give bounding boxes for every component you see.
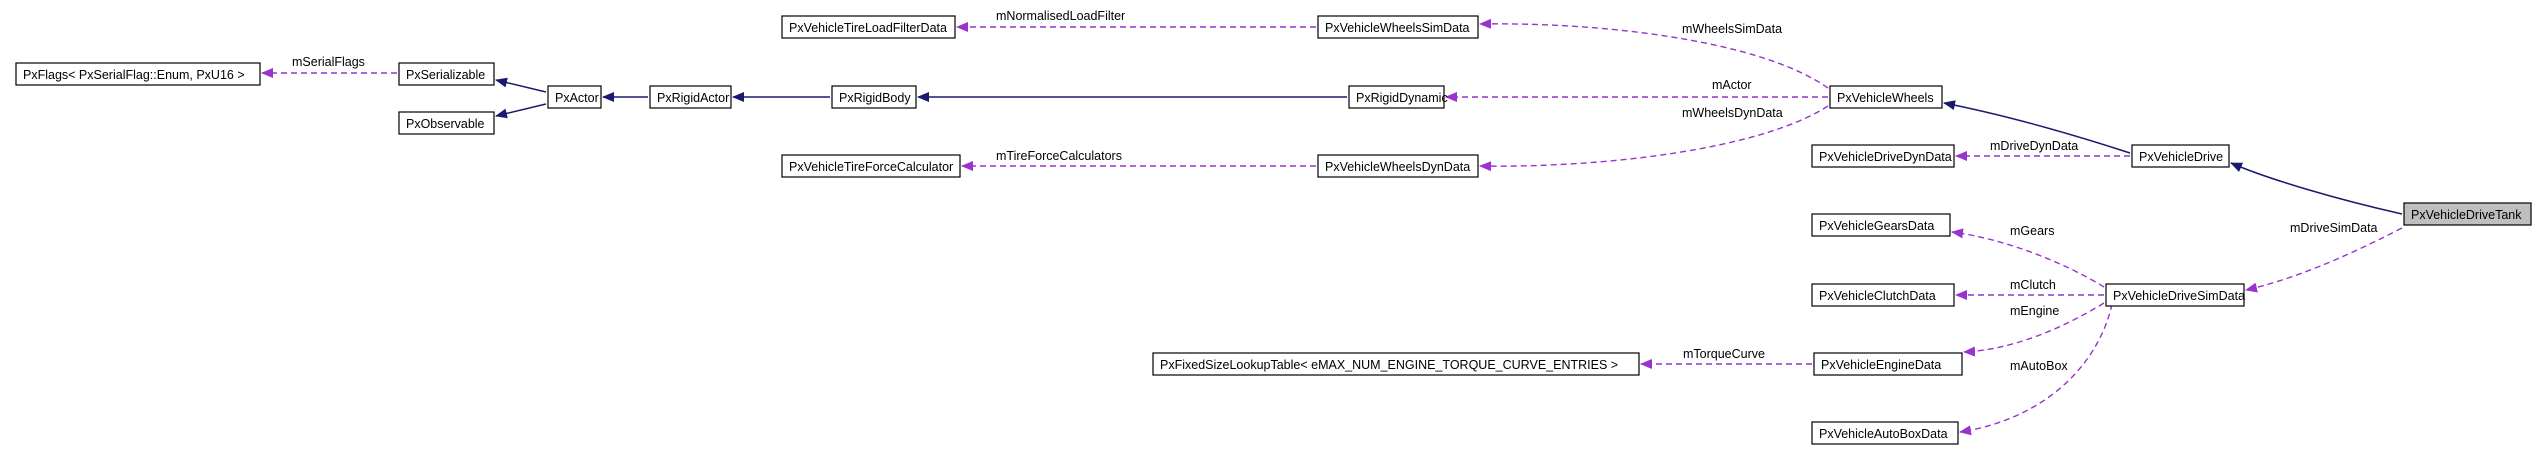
node-pxvehicletireloadfilterdata[interactable]: PxVehicleTireLoadFilterData (781, 15, 956, 39)
label-mdrivedyndata: mDriveDynData (1990, 139, 2078, 153)
edge-mgears (1951, 228, 2105, 288)
label-mdrivesimdata: mDriveSimData (2290, 221, 2378, 235)
edge-labels: mSerialFlags mNormalisedLoadFilter mWhee… (292, 9, 2378, 373)
svg-text:PxSerializable: PxSerializable (406, 68, 485, 82)
edge-mwheelsdyndata (1479, 105, 1829, 172)
svg-text:PxFlags< PxSerialFlag::Enum, P: PxFlags< PxSerialFlag::Enum, PxU16 > (23, 68, 245, 82)
class-nodes: PxFlags< PxSerialFlag::Enum, PxU16 > PxS… (15, 15, 2532, 445)
svg-text:PxVehicleWheelsDynData: PxVehicleWheelsDynData (1325, 160, 1470, 174)
node-pxflags[interactable]: PxFlags< PxSerialFlag::Enum, PxU16 > (15, 62, 261, 86)
label-mtorquecurve: mTorqueCurve (1683, 347, 1765, 361)
label-mengine: mEngine (2010, 304, 2059, 318)
node-pxrigidactor[interactable]: PxRigidActor (649, 85, 732, 109)
label-mclutch: mClutch (2010, 278, 2056, 292)
label-mwheelssimdata: mWheelsSimData (1682, 22, 1782, 36)
edge-pxserializable-to-pxactor (495, 77, 547, 93)
node-pxserializable[interactable]: PxSerializable (398, 62, 495, 86)
label-mnormalisedloadfilter: mNormalisedLoadFilter (996, 9, 1125, 23)
edge-pxvehiclewheels-to-pxvehicledrive (1943, 100, 2131, 154)
node-pxrigidbody[interactable]: PxRigidBody (831, 85, 917, 109)
node-pxvehicledrivedyndata[interactable]: PxVehicleDriveDynData (1811, 144, 1955, 168)
svg-text:PxVehicleEngineData: PxVehicleEngineData (1821, 358, 1941, 372)
inheritance-edges (495, 77, 2403, 215)
node-pxvehiclewheelsdyndata[interactable]: PxVehicleWheelsDynData (1317, 154, 1479, 178)
node-pxvehicledrivetank[interactable]: PxVehicleDriveTank (2403, 202, 2532, 226)
edge-mautobox (1959, 303, 2113, 436)
node-pxobservable[interactable]: PxObservable (398, 111, 495, 135)
node-pxvehiclegearsdata[interactable]: PxVehicleGearsData (1811, 213, 1951, 237)
label-mserialflags: mSerialFlags (292, 55, 365, 69)
label-mwheelsdyndata: mWheelsDynData (1682, 106, 1783, 120)
usage-edges (261, 18, 2403, 436)
node-pxactor[interactable]: PxActor (547, 85, 602, 109)
node-pxvehicleautoboxdata[interactable]: PxVehicleAutoBoxData (1811, 421, 1959, 445)
label-mtireforcecalculators: mTireForceCalculators (996, 149, 1122, 163)
svg-text:PxVehicleDriveDynData: PxVehicleDriveDynData (1819, 150, 1952, 164)
svg-text:PxRigidActor: PxRigidActor (657, 91, 729, 105)
svg-text:PxObservable: PxObservable (406, 117, 485, 131)
svg-text:PxVehicleClutchData: PxVehicleClutchData (1819, 289, 1936, 303)
node-pxvehiclewheels[interactable]: PxVehicleWheels (1829, 85, 1943, 109)
edge-mwheelssimdata (1479, 18, 1829, 89)
svg-text:PxVehicleAutoBoxData: PxVehicleAutoBoxData (1819, 427, 1948, 441)
svg-text:PxVehicleGearsData: PxVehicleGearsData (1819, 219, 1934, 233)
edge-pxobservable-to-pxactor (495, 103, 547, 119)
edge-pxvehicledrive-to-pxvehicledrivetank (2230, 162, 2403, 215)
node-pxvehiclewheelssimdata[interactable]: PxVehicleWheelsSimData (1317, 15, 1479, 39)
svg-text:PxVehicleTireLoadFilterData: PxVehicleTireLoadFilterData (789, 21, 947, 35)
node-pxrigiddynamic[interactable]: PxRigidDynamic (1348, 85, 1448, 109)
node-pxvehicledrivesimdata[interactable]: PxVehicleDriveSimData (2105, 283, 2245, 307)
svg-text:PxVehicleWheelsSimData: PxVehicleWheelsSimData (1325, 21, 1470, 35)
svg-text:PxActor: PxActor (555, 91, 599, 105)
svg-text:PxVehicleWheels: PxVehicleWheels (1837, 91, 1934, 105)
edge-mengine (1963, 302, 2105, 357)
node-pxvehicledrive[interactable]: PxVehicleDrive (2131, 144, 2230, 168)
svg-text:PxVehicleDriveSimData: PxVehicleDriveSimData (2113, 289, 2245, 303)
svg-text:PxVehicleTireForceCalculator: PxVehicleTireForceCalculator (789, 160, 953, 174)
node-pxvehicletireforcecalculator[interactable]: PxVehicleTireForceCalculator (781, 154, 961, 178)
edge-mdrivesimdata (2245, 227, 2403, 293)
svg-text:PxVehicleDrive: PxVehicleDrive (2139, 150, 2223, 164)
svg-text:PxFixedSizeLookupTable< eMAX_N: PxFixedSizeLookupTable< eMAX_NUM_ENGINE_… (1160, 358, 1618, 372)
label-mactor: mActor (1712, 78, 1752, 92)
node-pxvehicleenginedata[interactable]: PxVehicleEngineData (1813, 352, 1963, 376)
label-mautobox: mAutoBox (2010, 359, 2068, 373)
label-mgears: mGears (2010, 224, 2054, 238)
node-pxfixedsizelookuptable[interactable]: PxFixedSizeLookupTable< eMAX_NUM_ENGINE_… (1152, 352, 1640, 376)
node-pxvehicleclutchdata[interactable]: PxVehicleClutchData (1811, 283, 1955, 307)
svg-text:PxRigidBody: PxRigidBody (839, 91, 911, 105)
svg-text:PxRigidDynamic: PxRigidDynamic (1356, 91, 1448, 105)
svg-text:PxVehicleDriveTank: PxVehicleDriveTank (2411, 208, 2522, 222)
